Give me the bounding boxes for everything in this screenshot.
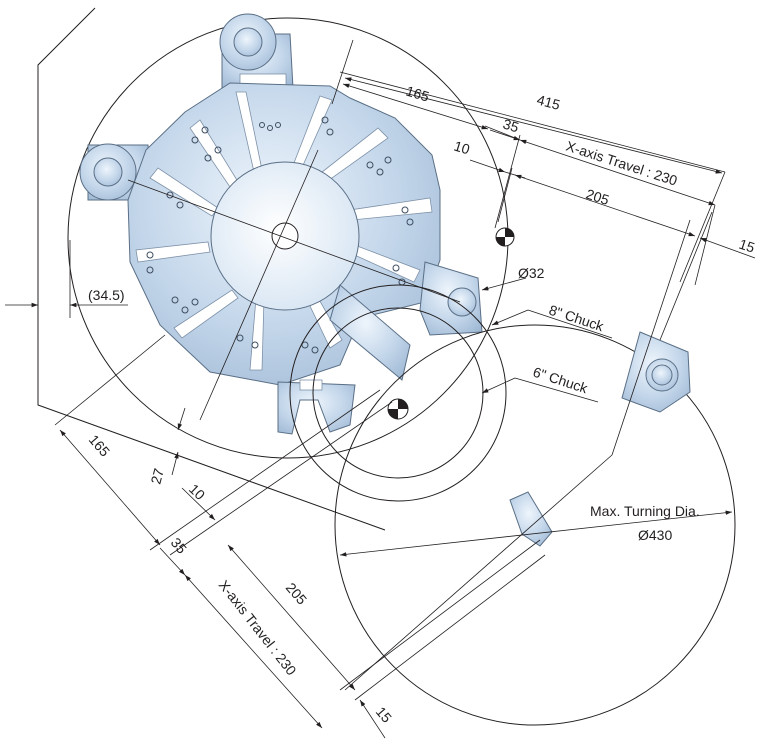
chuck-8in-circle <box>289 284 507 502</box>
angled-tool <box>329 284 411 381</box>
dim-205-top: 205 <box>584 186 611 209</box>
dim-phi430: Ø430 <box>638 527 672 543</box>
bolt-holes <box>146 116 414 354</box>
dim-27: 27 <box>147 466 167 485</box>
dim-15-bottom: 15 <box>373 703 395 725</box>
machine-outline <box>37 7 386 531</box>
dim-415: 415 <box>535 91 562 113</box>
tool-holder-bottom <box>277 379 356 435</box>
dim-35-top: 35 <box>501 116 521 136</box>
dim-165-left: 165 <box>86 431 114 459</box>
dimension-lines <box>5 39 756 739</box>
turret <box>79 13 483 435</box>
label-max-turning-dia: Max. Turning Dia. <box>590 503 700 519</box>
dim-10-left: 10 <box>186 481 208 503</box>
dim-35-left: 35 <box>168 534 190 556</box>
max-turning-circle <box>334 324 736 726</box>
chuck-6in-circle <box>312 307 484 479</box>
tool-insert <box>509 491 553 547</box>
dim-10-top: 10 <box>452 138 472 158</box>
dim-205-left: 205 <box>283 579 311 607</box>
dim-165-top: 165 <box>404 83 431 105</box>
turret-axes <box>127 149 461 421</box>
upper-center-mark <box>495 227 515 247</box>
spindle-center-mark <box>387 398 409 420</box>
dim-phi32: Ø32 <box>518 265 545 281</box>
tool-holder-far-right <box>621 331 691 413</box>
dim-15-top: 15 <box>737 236 757 256</box>
tool-holder-top <box>219 13 294 89</box>
turret-center-hole <box>271 222 299 250</box>
dim-34-5: (34.5) <box>88 287 125 303</box>
